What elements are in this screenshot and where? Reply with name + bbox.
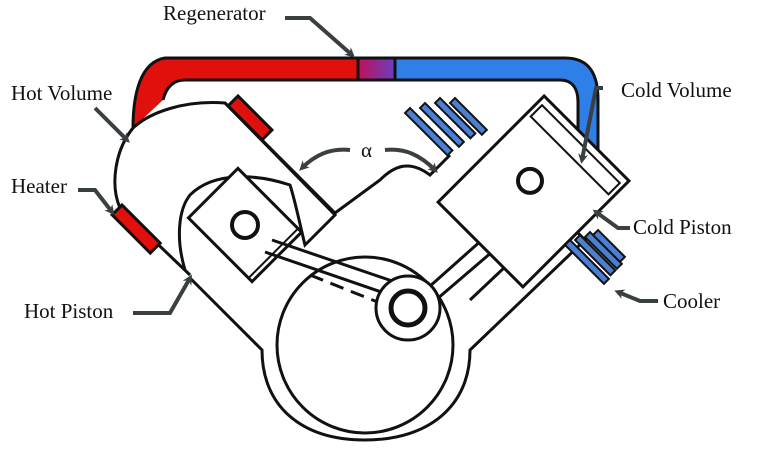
regenerator-label: Regenerator	[163, 1, 266, 25]
crank-pin	[388, 288, 428, 328]
cold-volume-label: Cold Volume	[621, 78, 732, 102]
cooler-fins-top	[403, 96, 489, 157]
hot-piston-label: Hot Piston	[24, 299, 114, 323]
cold-volume-callout	[578, 86, 603, 164]
heater-callout	[78, 188, 115, 216]
hot-connecting-rod	[264, 238, 396, 297]
heater-bottom	[109, 202, 163, 256]
hot-cylinder-wall	[223, 101, 452, 215]
crankcase	[188, 212, 588, 442]
cooler-label: Cooler	[663, 289, 721, 313]
regenerator-callout	[285, 16, 356, 58]
alpha-arrow-left	[299, 147, 351, 171]
hot-duct	[131, 56, 360, 129]
cooler-callout	[614, 289, 658, 303]
cold-piston-callout	[592, 209, 630, 230]
alpha-arrow-right	[384, 147, 438, 173]
hot-volume-label: Hot Volume	[11, 81, 113, 105]
alpha-angle-label: α	[361, 138, 373, 162]
heater-label: Heater	[11, 174, 67, 198]
cold-piston-label: Cold Piston	[633, 215, 732, 239]
hot-piston-callout	[133, 274, 192, 315]
cooler-fins-bottom	[563, 228, 627, 286]
regenerator	[356, 56, 397, 82]
dashed-rod	[309, 273, 386, 307]
hot-volume-callout	[93, 106, 130, 143]
